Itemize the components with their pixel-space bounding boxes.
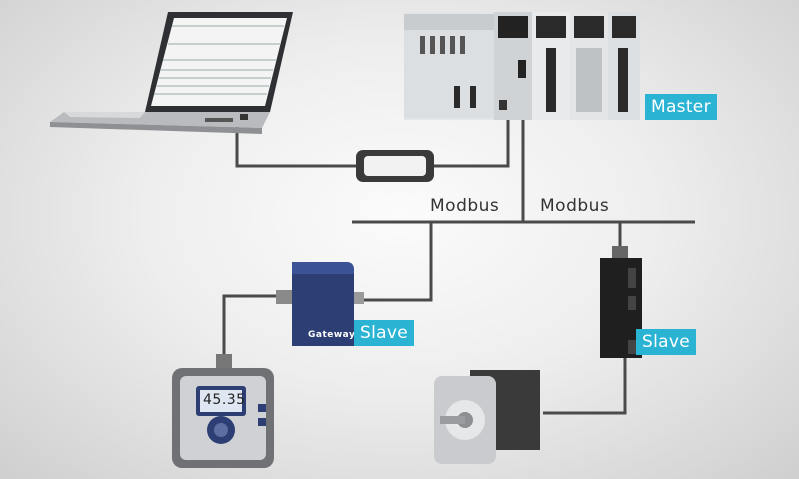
adapter-to-plc-cable bbox=[433, 112, 510, 168]
gateway-to-meter-cable bbox=[222, 294, 290, 362]
master-tag: Master bbox=[645, 94, 717, 120]
drive-to-motor-cable bbox=[543, 358, 627, 415]
bus-to-gateway-cable bbox=[362, 222, 433, 302]
slave-gateway-tag: Slave bbox=[354, 320, 414, 346]
gateway-label: Gateway bbox=[308, 330, 356, 340]
laptop-to-adapter-cable bbox=[235, 118, 358, 168]
modbus-label-right: Modbus bbox=[540, 196, 610, 216]
slave-drive-tag: Slave bbox=[636, 329, 696, 355]
modbus-label-left: Modbus bbox=[430, 196, 500, 216]
meter-display-value: 45.35 bbox=[203, 392, 246, 408]
